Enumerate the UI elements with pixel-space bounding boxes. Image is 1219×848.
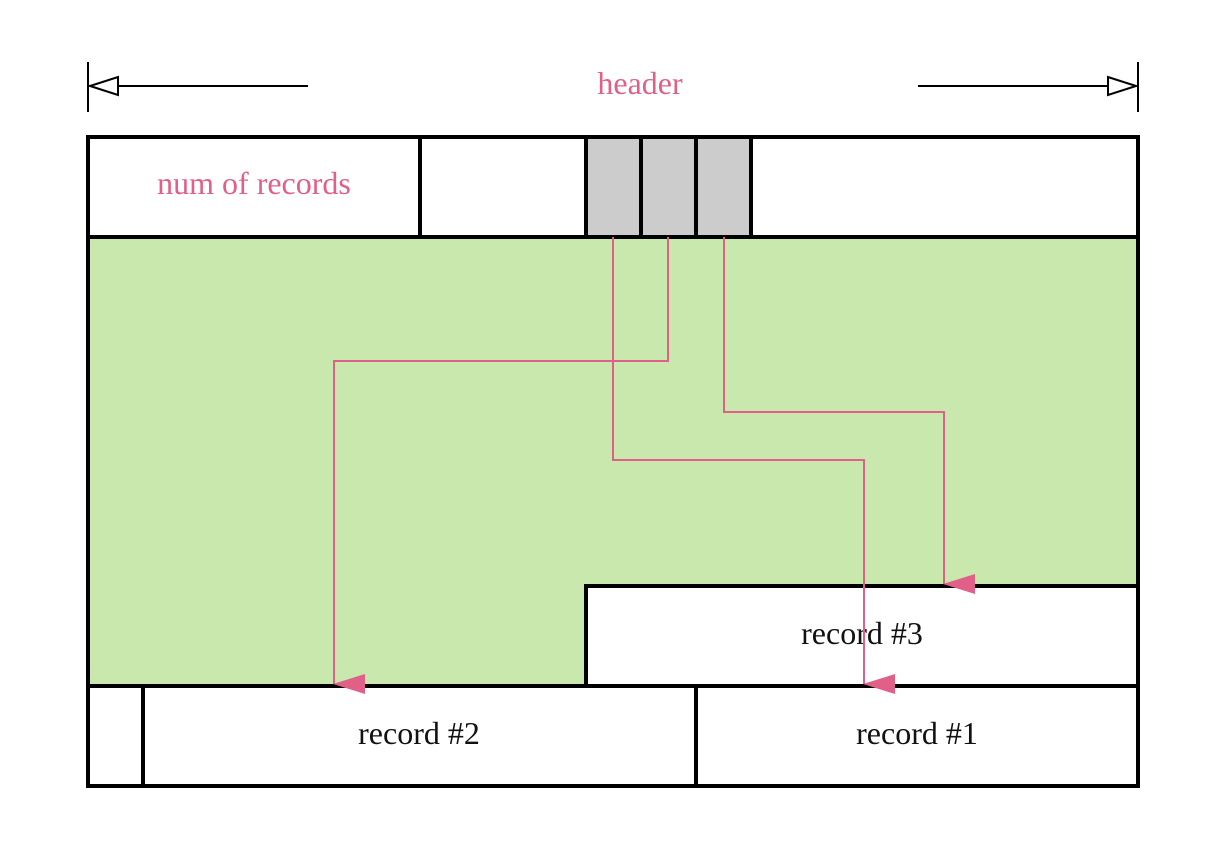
slot-1	[584, 135, 643, 239]
slot-2	[639, 135, 698, 239]
pointer-slot-2-to-record-2	[333, 237, 669, 694]
free-space-area	[88, 237, 1138, 686]
record-3-label: record #3	[801, 615, 923, 651]
record-2-padding	[86, 684, 145, 788]
num-records-cell	[86, 135, 422, 239]
num-records-label: num of records	[157, 165, 351, 201]
left-arrowhead-icon	[86, 75, 119, 97]
header-dimension: header	[86, 62, 1140, 112]
pointer-slot-1-to-record-1	[612, 237, 895, 694]
record-1-box: record #1	[694, 684, 1140, 788]
right-arrowhead-icon	[1107, 75, 1140, 97]
header-label: header	[597, 65, 683, 101]
header-unused-cell	[749, 135, 1140, 239]
page-header-row: num of records	[86, 135, 1140, 239]
page-border	[86, 135, 1140, 788]
record-2-box: record #2	[86, 684, 698, 788]
pointer-slot-3-to-record-3	[723, 237, 975, 594]
free-pointer-cell	[418, 135, 588, 239]
slot-pointers	[333, 237, 975, 694]
slot-3	[694, 135, 753, 239]
record-2-label: record #2	[358, 715, 480, 751]
record-3-box: record #3	[584, 584, 1140, 688]
record-1-label: record #1	[856, 715, 978, 751]
